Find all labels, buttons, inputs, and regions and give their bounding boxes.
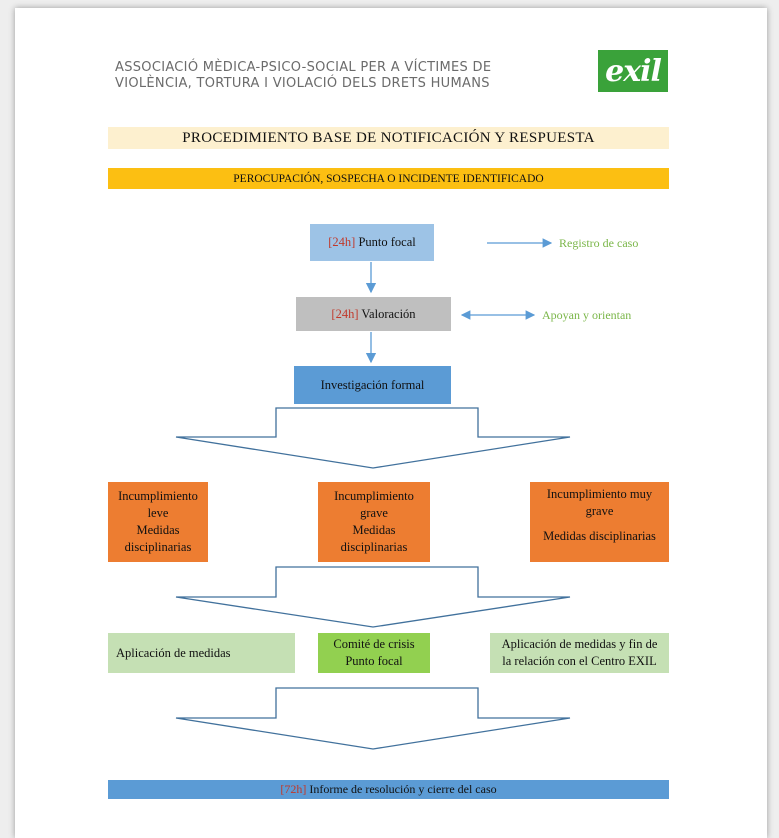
punto-focal-box: [24h] Punto focal bbox=[310, 224, 434, 261]
fin-line-2: la relación con el Centro EXIL bbox=[502, 654, 657, 668]
grave-line-1: Incumplimiento bbox=[334, 489, 414, 503]
comite-line-1: Comité de crisis bbox=[333, 637, 415, 651]
leve-line-1: Incumplimiento bbox=[118, 489, 198, 503]
fin-line-1: Aplicación de medidas y fin de bbox=[501, 637, 658, 651]
aplicacion-label: Aplicación de medidas bbox=[116, 645, 231, 660]
apoyan-note: Apoyan y orientan bbox=[542, 308, 632, 322]
investigacion-box: Investigación formal bbox=[294, 366, 451, 404]
incumplimiento-leve-box: Incumplimiento leve Medidas disciplinari… bbox=[108, 482, 208, 562]
valoracion-box: [24h] Valoración bbox=[296, 297, 451, 331]
valoracion-label: Valoración bbox=[361, 306, 416, 321]
org-line-1: ASSOCIACIÓ MÈDICA-PSICO-SOCIAL PER A VÍC… bbox=[115, 60, 492, 75]
final-label: Informe de resolución y cierre del caso bbox=[309, 782, 497, 796]
logo-text: exil bbox=[605, 53, 662, 89]
grave-line-4: disciplinarias bbox=[340, 540, 408, 554]
comite-crisis-box: Comité de crisis Punto focal bbox=[318, 633, 430, 673]
incumplimiento-grave-box: Incumplimiento grave Medidas disciplinar… bbox=[318, 482, 430, 562]
incumplimiento-muy-grave-box: Incumplimiento muy grave Medidas discipl… bbox=[530, 482, 669, 562]
leve-line-4: disciplinarias bbox=[124, 540, 192, 554]
chevron-down-1 bbox=[175, 407, 571, 469]
informe-resolucion-band: [72h] Informe de resolución y cierre del… bbox=[108, 780, 669, 799]
subtitle-text: PEROCUPACIÓN, SOSPECHA O INCIDENTE IDENT… bbox=[233, 172, 544, 185]
valoracion-time: [24h] bbox=[331, 306, 359, 321]
muy-grave-line-1: Incumplimiento muy bbox=[546, 487, 653, 501]
muy-grave-line-2: grave bbox=[585, 504, 614, 518]
focal-time: [24h] bbox=[328, 235, 356, 249]
page-title-text: PROCEDIMIENTO BASE DE NOTIFICACIÓN Y RES… bbox=[182, 129, 595, 146]
leve-line-2: leve bbox=[147, 506, 169, 520]
final-time: [72h] bbox=[280, 782, 307, 796]
focal-label: Punto focal bbox=[358, 235, 416, 249]
page-title: PROCEDIMIENTO BASE DE NOTIFICACIÓN Y RES… bbox=[108, 127, 669, 149]
chevron-down-2 bbox=[175, 566, 571, 628]
exil-logo: exil bbox=[598, 50, 668, 92]
muy-grave-line-3: Medidas disciplinarias bbox=[543, 529, 656, 543]
chevron-down-3 bbox=[175, 687, 571, 750]
subtitle-band: PEROCUPACIÓN, SOSPECHA O INCIDENTE IDENT… bbox=[108, 168, 669, 189]
registro-note: Registro de caso bbox=[559, 236, 639, 250]
organization-name: ASSOCIACIÓ MÈDICA-PSICO-SOCIAL PER A VÍC… bbox=[115, 60, 491, 92]
grave-line-3: Medidas bbox=[352, 523, 396, 537]
fin-relacion-box: Aplicación de medidas y fin de la relaci… bbox=[490, 633, 669, 673]
grave-line-2: grave bbox=[360, 506, 388, 520]
org-line-2: VIOLÈNCIA, TORTURA I VIOLACIÓ DELS DRETS… bbox=[115, 76, 490, 91]
comite-line-2: Punto focal bbox=[345, 654, 403, 668]
aplicacion-medidas-box: Aplicación de medidas bbox=[108, 633, 295, 673]
leve-line-3: Medidas bbox=[136, 523, 180, 537]
